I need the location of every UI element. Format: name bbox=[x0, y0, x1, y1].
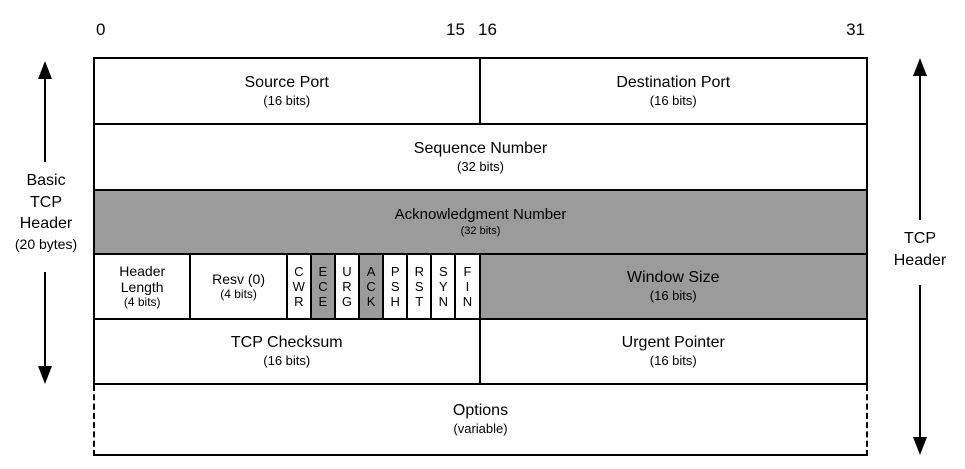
field-label: Acknowledgment Number bbox=[394, 205, 567, 223]
field-label: TCP Checksum bbox=[230, 334, 343, 352]
field-label: Header Length bbox=[119, 263, 166, 296]
flag-letters: F I N bbox=[462, 263, 473, 310]
row-sequence-number: Sequence Number (32 bits) bbox=[95, 125, 866, 191]
field-sequence-number: Sequence Number (32 bits) bbox=[95, 125, 866, 189]
field-header-length: Header Length (4 bits) bbox=[95, 255, 192, 318]
field-sublabel: (16 bits) bbox=[263, 92, 311, 108]
field-acknowledgment-number: Acknowledgment Number (32 bits) bbox=[95, 191, 866, 253]
basic-header-arrow-up bbox=[38, 61, 52, 162]
row-checksum: TCP Checksum (16 bits) Urgent Pointer (1… bbox=[95, 320, 866, 383]
field-tcp-checksum: TCP Checksum (16 bits) bbox=[95, 320, 481, 383]
basic-header-arrow-down bbox=[38, 272, 52, 384]
tcp-header-label-line: TCP bbox=[904, 230, 936, 247]
field-destination-port: Destination Port (16 bits) bbox=[481, 59, 867, 123]
basic-header-span-label: Basic TCP Header (20 bytes) bbox=[0, 170, 92, 254]
bit-label-0: 0 bbox=[96, 20, 106, 39]
field-urgent-pointer: Urgent Pointer (16 bits) bbox=[481, 320, 867, 383]
flag-psh: P S H bbox=[384, 255, 409, 318]
flag-ece: E C E bbox=[311, 255, 336, 318]
field-label: Urgent Pointer bbox=[621, 334, 725, 352]
field-sublabel: (16 bits) bbox=[263, 353, 311, 369]
header-fields-box: Source Port (16 bits) Destination Port (… bbox=[93, 57, 868, 385]
row-acknowledgment-number: Acknowledgment Number (32 bits) bbox=[95, 191, 866, 255]
flag-ack: A C K bbox=[360, 255, 385, 318]
field-source-port: Source Port (16 bits) bbox=[95, 59, 481, 123]
field-label: Destination Port bbox=[616, 73, 731, 91]
field-label: Resv (0) bbox=[212, 271, 266, 288]
field-options: Options (variable) bbox=[93, 385, 868, 456]
flag-letters: A C K bbox=[366, 263, 376, 310]
bit-label-15: 15 bbox=[446, 20, 465, 39]
field-sublabel: (32 bits) bbox=[457, 158, 504, 174]
row-flags: Header Length (4 bits) Resv (0) (4 bits)… bbox=[95, 255, 866, 320]
flag-letters: R S T bbox=[414, 263, 424, 310]
flag-rst: R S T bbox=[408, 255, 433, 318]
tcp-header-label-line: Header bbox=[893, 251, 947, 269]
field-sublabel: (4 bits) bbox=[123, 295, 161, 310]
flag-letters: E C E bbox=[318, 263, 328, 310]
flag-fin: F I N bbox=[456, 255, 481, 318]
flag-letters: S Y N bbox=[438, 263, 449, 310]
bit-label-31: 31 bbox=[846, 20, 865, 39]
flag-urg: U R G bbox=[336, 255, 361, 318]
flag-letters: P S H bbox=[390, 263, 400, 310]
bit-label-16: 16 bbox=[478, 20, 497, 39]
field-sublabel: (16 bits) bbox=[649, 288, 697, 304]
row-ports: Source Port (16 bits) Destination Port (… bbox=[95, 59, 866, 125]
basic-header-label-line: (20 bytes) bbox=[14, 235, 78, 252]
field-label: Source Port bbox=[244, 73, 329, 91]
field-sublabel: (4 bits) bbox=[220, 287, 257, 302]
field-sublabel: (32 bits) bbox=[460, 224, 501, 237]
basic-header-label-line: Basic bbox=[26, 172, 66, 189]
flag-syn: S Y N bbox=[432, 255, 457, 318]
basic-header-label-line: Header bbox=[19, 215, 73, 233]
flag-letters: C W R bbox=[292, 263, 305, 310]
field-sublabel: (variable) bbox=[453, 421, 508, 437]
flag-letters: U R G bbox=[341, 263, 353, 310]
flag-cwr: C W R bbox=[288, 255, 312, 318]
field-label: Sequence Number bbox=[413, 139, 548, 157]
field-sublabel: (16 bits) bbox=[649, 353, 697, 369]
field-reserved: Resv (0) (4 bits) bbox=[191, 255, 288, 318]
field-window-size: Window Size (16 bits) bbox=[480, 255, 866, 318]
field-label: Window Size bbox=[627, 269, 720, 287]
tcp-header-arrow-up bbox=[913, 58, 927, 220]
basic-header-label-line: TCP bbox=[30, 193, 62, 211]
tcp-header-arrow-down bbox=[913, 285, 927, 455]
tcp-header-span-label: TCP Header bbox=[874, 228, 965, 271]
field-label: Options bbox=[452, 402, 509, 420]
field-sublabel: (16 bits) bbox=[649, 92, 697, 108]
